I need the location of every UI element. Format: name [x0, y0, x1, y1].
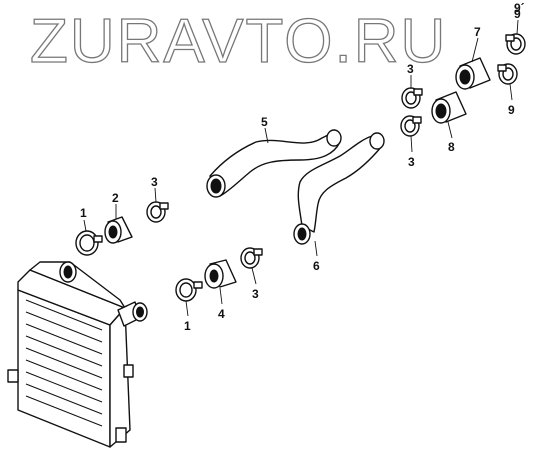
clamp-part-3-right-lower [400, 115, 422, 137]
clamp-part-3-lower [240, 247, 263, 269]
callout-7: 7 [474, 25, 481, 39]
callout-1-lower: 1 [184, 319, 191, 333]
clamp-part-1-lower [175, 278, 203, 302]
callout-9-lower: 9 [508, 103, 515, 117]
callout-4: 4 [218, 307, 225, 321]
clamp-part-9-lower [497, 63, 518, 85]
callout-2: 2 [112, 191, 119, 205]
callout-5: 5 [261, 115, 268, 129]
intercooler-hose-part-5 [206, 129, 342, 198]
hose-sleeve-part-4 [204, 259, 237, 289]
callout-1-upper: 1 [80, 206, 87, 220]
clamp-part-3-right-upper [401, 87, 423, 109]
callout-8: 8 [448, 140, 455, 154]
hose-sleeve-part-7 [455, 57, 491, 90]
hose-sleeve-part-2 [104, 216, 133, 244]
callout-3-lower: 3 [252, 287, 259, 301]
callout-3-right-lower: 3 [408, 155, 415, 169]
clamp-part-3-upper [146, 201, 169, 223]
corner-mark: 9´ [514, 1, 525, 15]
intercooler-hose-part-6 [293, 132, 385, 245]
watermark: ZURAVTO.RU [30, 7, 447, 76]
callout-9-upper: 9 [514, 7, 521, 21]
callout-6: 6 [313, 259, 320, 273]
callout-3-upper: 3 [151, 175, 158, 189]
clamp-part-9-upper [505, 33, 526, 55]
intercooler-radiator [7, 261, 148, 448]
hose-sleeve-part-8 [431, 91, 467, 124]
callout-3-right-upper: 3 [407, 62, 414, 76]
clamp-part-1-upper [75, 230, 103, 256]
